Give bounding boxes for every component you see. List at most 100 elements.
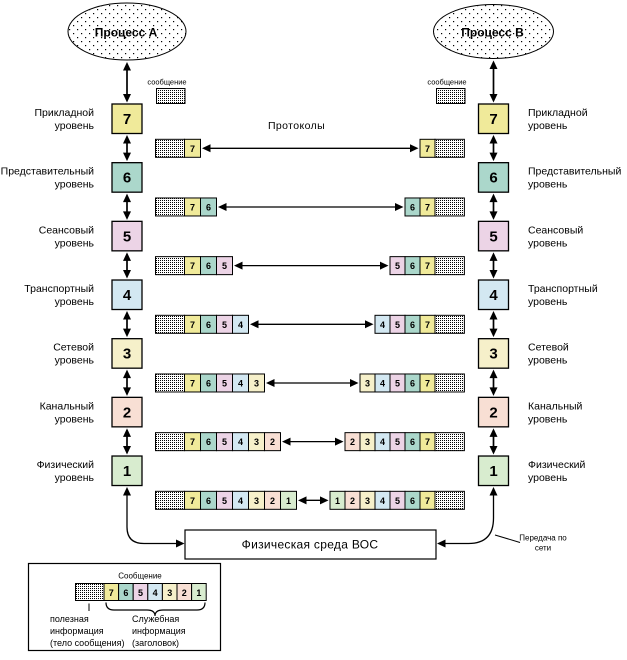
svg-text:4: 4	[123, 287, 132, 304]
svg-text:информация: информация	[132, 626, 186, 636]
svg-text:7: 7	[190, 320, 195, 330]
svg-text:Протоколы: Протоколы	[268, 120, 325, 132]
svg-text:уровень: уровень	[55, 355, 95, 367]
svg-text:3: 3	[365, 437, 370, 447]
svg-text:6: 6	[410, 496, 415, 506]
svg-text:7: 7	[425, 378, 430, 388]
svg-text:6: 6	[410, 202, 415, 212]
svg-text:6: 6	[206, 261, 211, 271]
svg-text:7: 7	[190, 437, 195, 447]
svg-text:7: 7	[190, 261, 195, 271]
svg-text:2: 2	[123, 404, 131, 421]
svg-text:7: 7	[190, 202, 195, 212]
svg-text:6: 6	[206, 320, 211, 330]
svg-text:6: 6	[206, 496, 211, 506]
svg-text:Физический: Физический	[528, 459, 586, 471]
svg-text:5: 5	[222, 378, 227, 388]
svg-text:3: 3	[254, 378, 259, 388]
svg-text:5: 5	[395, 261, 400, 271]
svg-text:Сеансовый: Сеансовый	[39, 224, 94, 236]
svg-text:6: 6	[489, 170, 497, 187]
svg-text:3: 3	[365, 378, 370, 388]
svg-text:6: 6	[206, 202, 211, 212]
svg-text:5: 5	[489, 228, 497, 245]
svg-text:7: 7	[425, 202, 430, 212]
svg-text:уровень: уровень	[528, 472, 568, 484]
svg-text:2: 2	[270, 496, 275, 506]
svg-text:6: 6	[410, 261, 415, 271]
svg-text:Транспортный: Транспортный	[528, 283, 598, 295]
svg-text:уровень: уровень	[55, 472, 95, 484]
svg-text:7: 7	[190, 144, 195, 154]
svg-text:7: 7	[489, 111, 497, 128]
svg-text:сети: сети	[535, 544, 551, 553]
svg-text:Сетевой: Сетевой	[53, 342, 94, 354]
svg-text:уровень: уровень	[55, 296, 95, 308]
svg-text:5: 5	[395, 320, 400, 330]
svg-text:4: 4	[238, 496, 243, 506]
svg-text:1: 1	[335, 496, 340, 506]
svg-text:7: 7	[425, 144, 430, 154]
svg-text:4: 4	[380, 437, 385, 447]
svg-text:1: 1	[489, 463, 497, 480]
svg-text:4: 4	[238, 437, 243, 447]
svg-text:Канальный: Канальный	[40, 400, 95, 412]
svg-text:7: 7	[190, 496, 195, 506]
svg-text:2: 2	[182, 588, 187, 598]
svg-text:1: 1	[196, 588, 201, 598]
svg-text:3: 3	[254, 496, 259, 506]
svg-text:Сетевой: Сетевой	[528, 342, 569, 354]
svg-text:уровень: уровень	[55, 179, 95, 191]
svg-text:уровень: уровень	[55, 413, 95, 425]
svg-text:сообщение: сообщение	[147, 78, 186, 87]
svg-text:3: 3	[123, 346, 131, 363]
svg-text:уровень: уровень	[55, 237, 95, 249]
svg-text:Представительный: Представительный	[1, 166, 94, 178]
svg-text:5: 5	[138, 588, 143, 598]
svg-text:Прикладной: Прикладной	[34, 107, 94, 119]
svg-text:6: 6	[410, 378, 415, 388]
svg-text:5: 5	[395, 378, 400, 388]
svg-text:Канальный: Канальный	[528, 400, 583, 412]
svg-text:Процесс А: Процесс А	[95, 26, 158, 40]
svg-text:7: 7	[425, 496, 430, 506]
svg-text:3: 3	[254, 437, 259, 447]
svg-text:информация: информация	[50, 626, 104, 636]
svg-text:4: 4	[238, 320, 243, 330]
svg-text:Сеансовый: Сеансовый	[528, 224, 583, 236]
svg-text:5: 5	[395, 496, 400, 506]
svg-text:Передача по: Передача по	[519, 534, 567, 543]
svg-text:уровень: уровень	[528, 237, 568, 249]
svg-text:1: 1	[286, 496, 291, 506]
svg-text:6: 6	[410, 437, 415, 447]
svg-text:Транспортный: Транспортный	[24, 283, 94, 295]
svg-text:(заголовок): (заголовок)	[132, 638, 179, 648]
svg-text:уровень: уровень	[528, 120, 568, 132]
svg-text:7: 7	[109, 588, 114, 598]
svg-text:Процесс В: Процесс В	[461, 26, 524, 40]
svg-text:3: 3	[365, 496, 370, 506]
svg-text:4: 4	[489, 287, 498, 304]
svg-text:7: 7	[425, 320, 430, 330]
svg-text:уровень: уровень	[528, 355, 568, 367]
svg-text:6: 6	[206, 378, 211, 388]
svg-text:1: 1	[123, 463, 131, 480]
svg-text:2: 2	[350, 496, 355, 506]
svg-text:5: 5	[395, 437, 400, 447]
svg-text:уровень: уровень	[528, 413, 568, 425]
svg-text:7: 7	[123, 111, 131, 128]
svg-text:2: 2	[489, 404, 497, 421]
svg-text:Физический: Физический	[37, 459, 95, 471]
svg-text:5: 5	[222, 320, 227, 330]
svg-text:Представительный: Представительный	[528, 166, 621, 178]
svg-text:Прикладной: Прикладной	[528, 107, 588, 119]
svg-text:уровень: уровень	[528, 179, 568, 191]
svg-text:3: 3	[167, 588, 172, 598]
svg-text:полезная: полезная	[50, 614, 89, 624]
svg-text:7: 7	[190, 378, 195, 388]
svg-text:4: 4	[380, 378, 385, 388]
svg-text:6: 6	[206, 437, 211, 447]
svg-text:2: 2	[270, 437, 275, 447]
svg-text:5: 5	[222, 437, 227, 447]
svg-text:сообщение: сообщение	[427, 78, 466, 87]
